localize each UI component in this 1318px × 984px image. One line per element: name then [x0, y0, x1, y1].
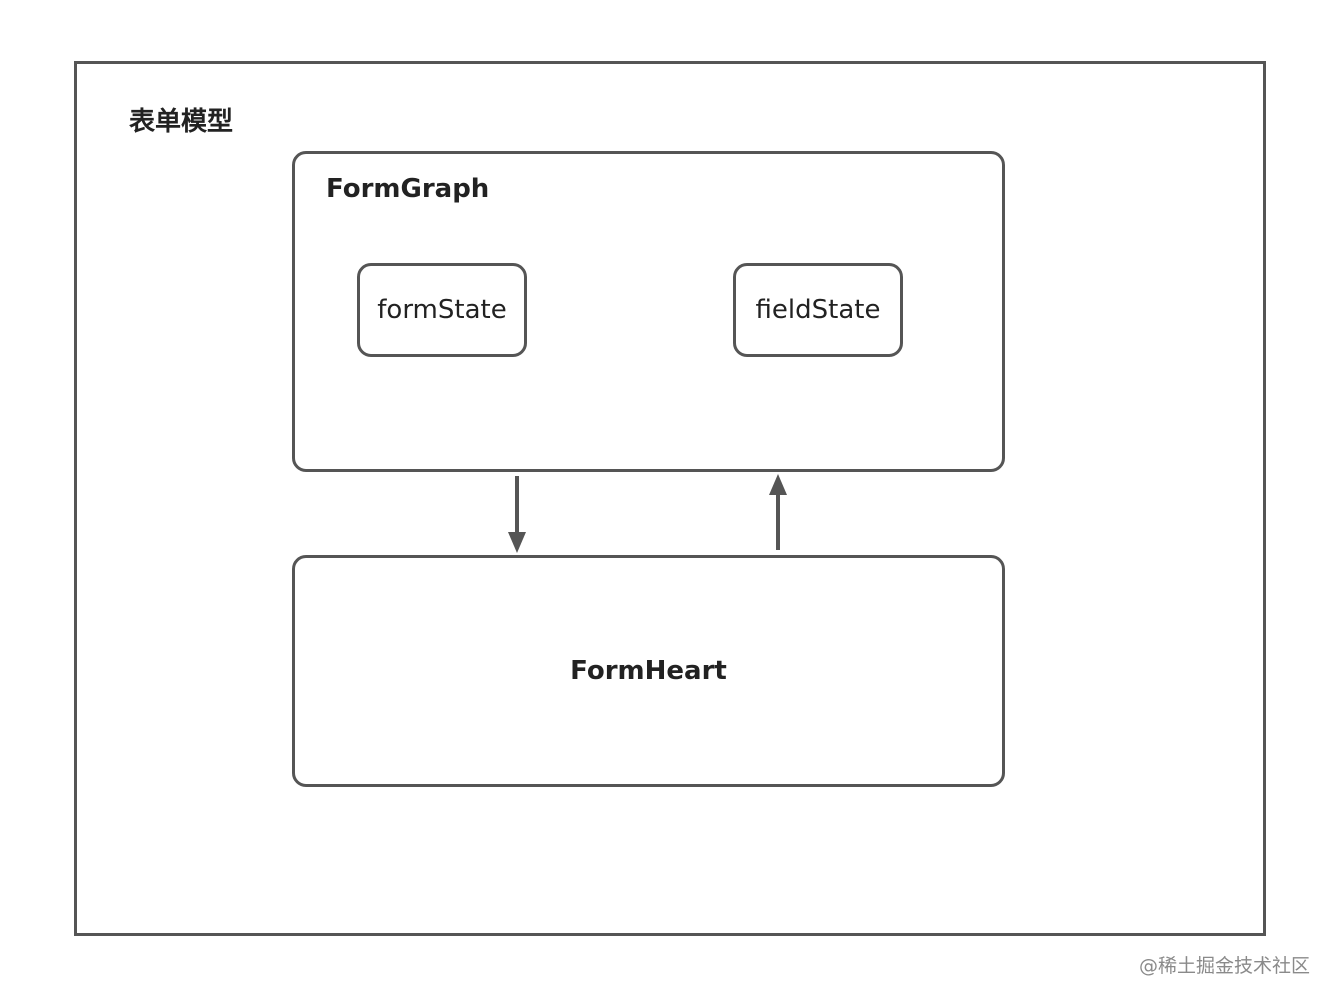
form-model-title: 表单模型: [129, 107, 234, 137]
form-heart-box: FormHeart: [292, 555, 1005, 787]
form-model-frame: [74, 61, 1266, 936]
field-state-node: fieldState: [733, 263, 903, 357]
form-state-node: formState: [357, 263, 527, 357]
form-graph-label: FormGraph: [326, 174, 490, 204]
watermark: @稀土掘金技术社区: [1138, 955, 1310, 977]
